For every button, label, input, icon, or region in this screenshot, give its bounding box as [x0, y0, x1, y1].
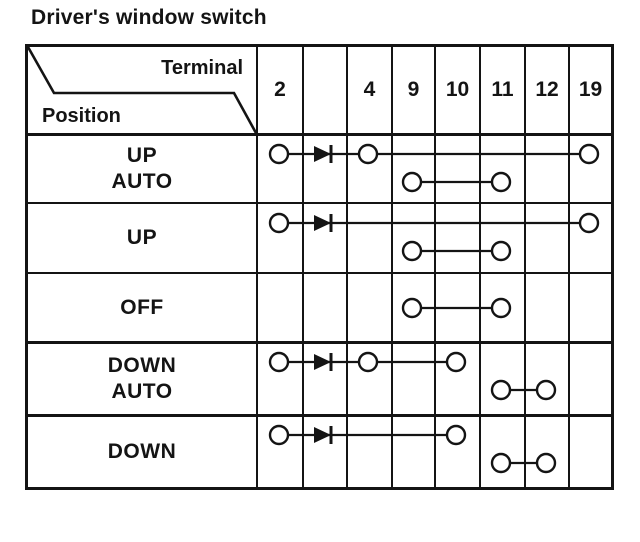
grid-cell [346, 417, 391, 487]
grid-cell [302, 136, 346, 202]
page-title: Driver's window switch [31, 6, 267, 29]
grid-cell [391, 204, 434, 272]
grid-cell [346, 204, 391, 272]
grid-cell [256, 344, 302, 414]
grid-cell [434, 344, 479, 414]
terminal-axis-label: Terminal [161, 57, 243, 79]
grid-cell [391, 417, 434, 487]
terminal-header-11: 11 [479, 47, 524, 133]
grid-cell [391, 274, 434, 341]
grid-cell [568, 204, 611, 272]
grid-cell [346, 274, 391, 341]
position-label-up: UP [28, 204, 256, 272]
position-label-down-auto: DOWN AUTO [28, 344, 256, 414]
grid-cell [256, 204, 302, 272]
grid-cell [568, 274, 611, 341]
grid-cell [434, 204, 479, 272]
grid-cell [256, 417, 302, 487]
position-line: UP [126, 226, 158, 250]
position-line: DOWN [107, 354, 177, 378]
table-row-up: UP [28, 202, 611, 272]
grid-cell [568, 344, 611, 414]
terminal-header-9: 9 [391, 47, 434, 133]
grid-cell [524, 344, 568, 414]
position-line: UP [126, 144, 158, 168]
grid-cell [479, 136, 524, 202]
terminal-header-19: 19 [568, 47, 611, 133]
grid-cell [346, 344, 391, 414]
position-label-up-auto: UP AUTO [28, 136, 256, 202]
grid-cell [391, 344, 434, 414]
grid-cell [302, 204, 346, 272]
grid-cell [524, 136, 568, 202]
grid-cell [524, 417, 568, 487]
position-line: OFF [120, 295, 164, 319]
grid-cell [568, 136, 611, 202]
position-line: DOWN [107, 440, 177, 464]
terminal-header-blank [302, 47, 346, 133]
terminal-header-2: 2 [256, 47, 302, 133]
position-axis-label: Position [42, 105, 121, 127]
grid-cell [434, 274, 479, 341]
grid-cell [391, 136, 434, 202]
table-row-off: OFF [28, 272, 611, 341]
grid-cell [479, 417, 524, 487]
table-row-down-auto: DOWN AUTO [28, 341, 611, 414]
grid-cell [346, 136, 391, 202]
grid-cell [434, 417, 479, 487]
grid-cell [256, 136, 302, 202]
grid-cell [524, 204, 568, 272]
grid-cell [302, 344, 346, 414]
grid-cell [302, 417, 346, 487]
grid-cell [479, 344, 524, 414]
corner-cell: Terminal Position [28, 47, 256, 133]
position-label-down: DOWN [28, 417, 256, 487]
position-label-off: OFF [28, 274, 256, 341]
position-line: AUTO [111, 170, 173, 193]
grid-cell [524, 274, 568, 341]
position-line: AUTO [111, 380, 173, 403]
terminal-header-10: 10 [434, 47, 479, 133]
table-row-down: DOWN [28, 414, 611, 487]
grid-cell [434, 136, 479, 202]
terminal-header-12: 12 [524, 47, 568, 133]
terminal-header-4: 4 [346, 47, 391, 133]
grid-cell [302, 274, 346, 341]
grid-cell [568, 417, 611, 487]
continuity-table: Terminal Position 2 4 9 10 11 12 19 UP A… [25, 44, 614, 490]
grid-cell [479, 274, 524, 341]
grid-cell [256, 274, 302, 341]
corner-diagonal-divider [28, 47, 256, 133]
header-row: Terminal Position 2 4 9 10 11 12 19 [28, 47, 611, 133]
table-row-up-auto: UP AUTO [28, 133, 611, 202]
grid-cell [479, 204, 524, 272]
